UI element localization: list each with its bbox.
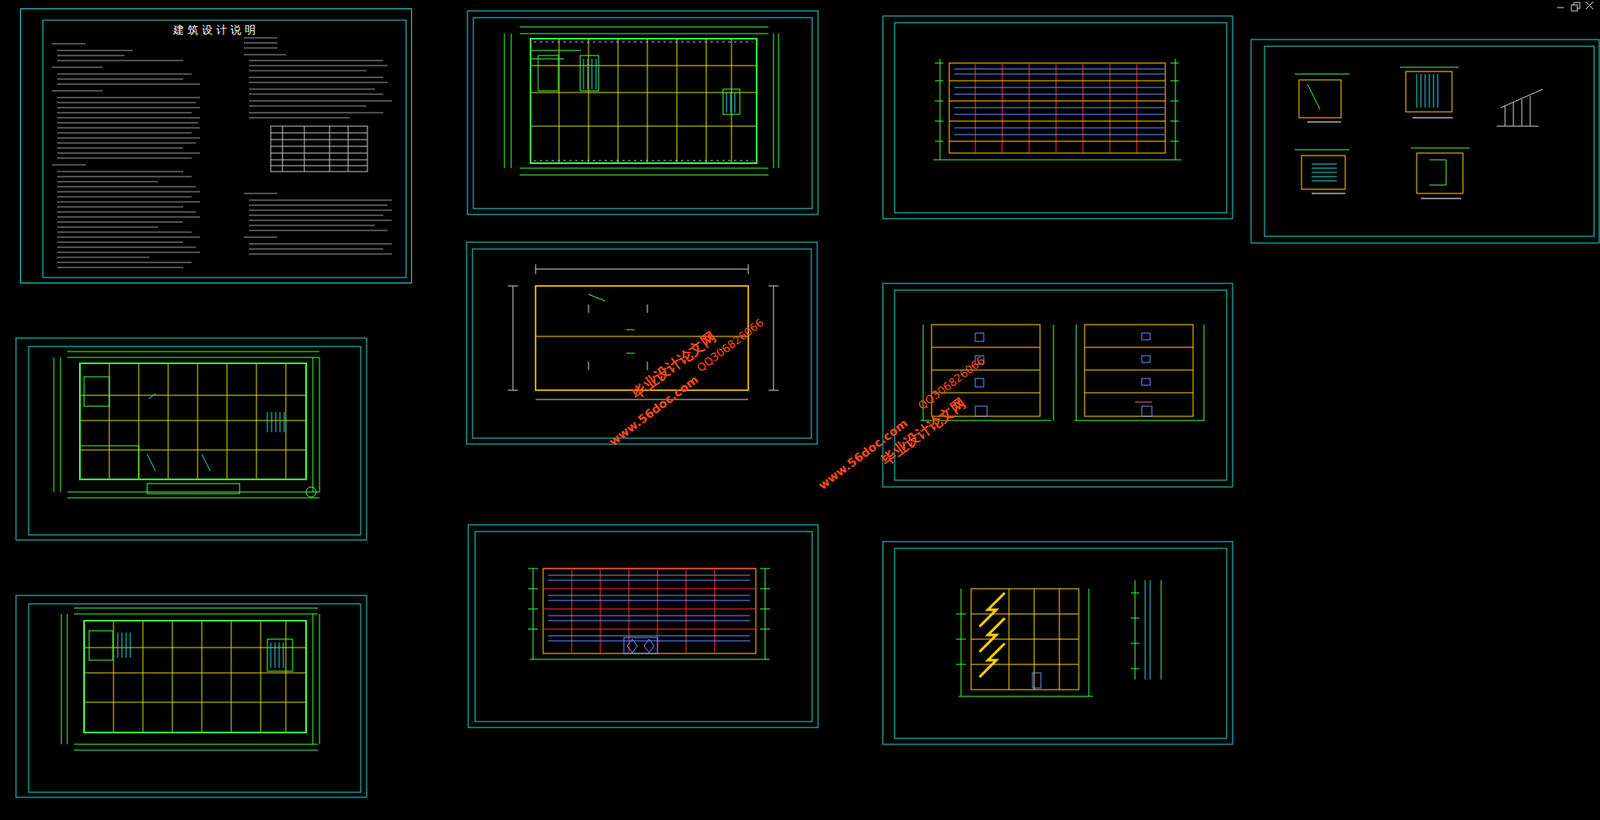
drawing-sheet: 建筑设计说明	[20, 8, 412, 284]
window-buttons	[1557, 1, 1594, 11]
sheet-title: 建筑设计说明	[173, 22, 259, 38]
